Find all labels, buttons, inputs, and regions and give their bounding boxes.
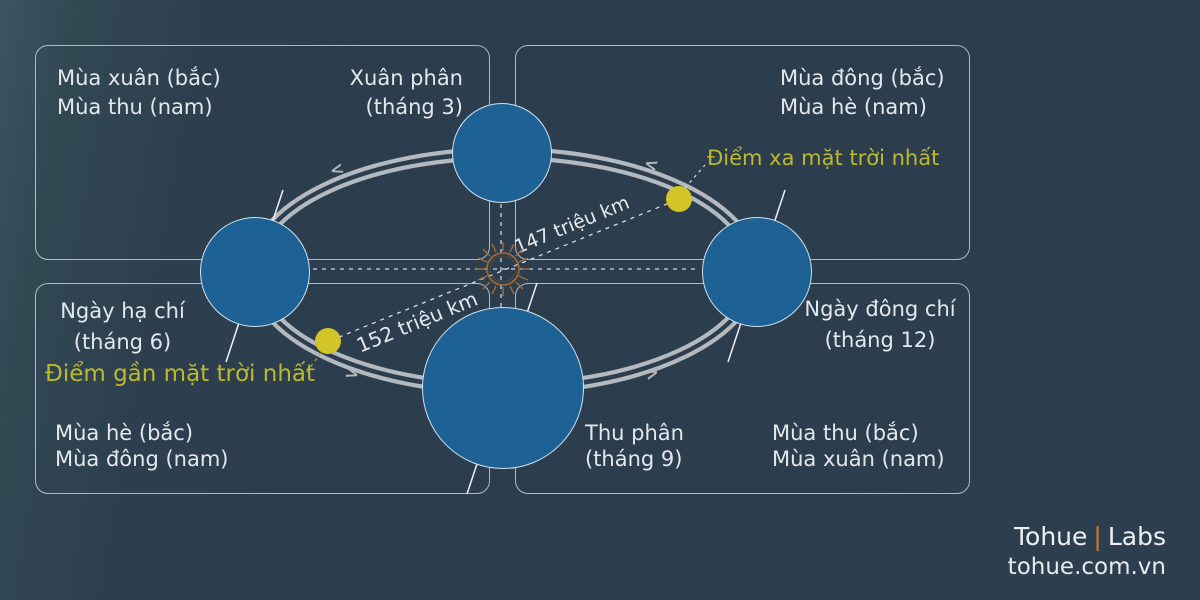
june-solstice-month: (tháng 6) bbox=[73, 330, 172, 354]
earth-december-solstice bbox=[702, 217, 812, 327]
december-solstice-name: Ngày đông chí bbox=[804, 297, 956, 321]
event-december-solstice: Ngày đông chí (tháng 12) bbox=[795, 294, 965, 356]
season-north-winter: Mùa đông (bắc) bbox=[780, 66, 945, 90]
brand-primary: Tohue bbox=[1014, 522, 1088, 551]
seasons-top-left: Mùa xuân (bắc) Mùa thu (nam) bbox=[57, 64, 221, 122]
brand-suffix: Labs bbox=[1107, 522, 1166, 551]
event-march-equinox: Xuân phân (tháng 3) bbox=[313, 64, 463, 122]
seasons-bottom-left: Mùa hè (bắc)Mùa đông (nam) bbox=[55, 420, 229, 472]
season-north-summer: Mùa hè (bắc) bbox=[55, 421, 194, 445]
september-equinox-name: Thu phân bbox=[585, 421, 684, 445]
season-south-winter: Mùa đông (nam) bbox=[55, 447, 229, 471]
event-june-solstice: Ngày hạ chí (tháng 6) bbox=[45, 296, 200, 358]
season-south-summer: Mùa hè (nam) bbox=[780, 95, 927, 119]
brand-website: tohue.com.vn bbox=[1007, 554, 1166, 580]
season-north-autumn: Mùa thu (bắc) bbox=[772, 421, 919, 445]
earth-march-equinox bbox=[452, 103, 552, 203]
march-equinox-name: Xuân phân bbox=[349, 66, 463, 90]
orbit-direction-chevron-top-left: < bbox=[327, 158, 346, 181]
seasons-top-right: Mùa đông (bắc) Mùa hè (nam) bbox=[780, 64, 945, 122]
event-september-equinox: Thu phân(tháng 9) bbox=[585, 420, 684, 472]
earth-june-solstice bbox=[200, 217, 310, 327]
seasons-bottom-right: Mùa thu (bắc)Mùa xuân (nam) bbox=[772, 420, 945, 472]
perihelion-point bbox=[315, 328, 341, 354]
march-equinox-month: (tháng 3) bbox=[365, 95, 463, 119]
perihelion-connector-line bbox=[304, 352, 322, 375]
june-solstice-name: Ngày hạ chí bbox=[60, 299, 185, 323]
season-north-spring: Mùa xuân (bắc) bbox=[57, 66, 221, 90]
brand-separator: | bbox=[1093, 522, 1102, 551]
branding: Tohue|Labs tohue.com.vn bbox=[1008, 522, 1166, 582]
orbit-direction-chevron-bottom-right: > bbox=[642, 362, 661, 385]
september-equinox-month: (tháng 9) bbox=[585, 447, 683, 471]
december-solstice-month: (tháng 12) bbox=[824, 328, 936, 352]
apsis-line bbox=[321, 196, 685, 345]
aphelion-point bbox=[666, 186, 692, 212]
brand-name: Tohue|Labs bbox=[1008, 522, 1166, 552]
perihelion-label: Điểm gần mặt trời nhất bbox=[45, 361, 316, 387]
season-south-autumn: Mùa thu (nam) bbox=[57, 95, 213, 119]
season-south-spring: Mùa xuân (nam) bbox=[772, 447, 945, 471]
aphelion-label: Điểm xa mặt trời nhất bbox=[707, 146, 940, 170]
earth-september-equinox bbox=[422, 307, 584, 469]
aphelion-connector-line bbox=[684, 164, 706, 189]
orbit-direction-chevron-bottom-left: > bbox=[342, 362, 361, 385]
orbit-direction-chevron-top-right: < bbox=[641, 153, 660, 176]
sun-icon bbox=[476, 242, 530, 296]
